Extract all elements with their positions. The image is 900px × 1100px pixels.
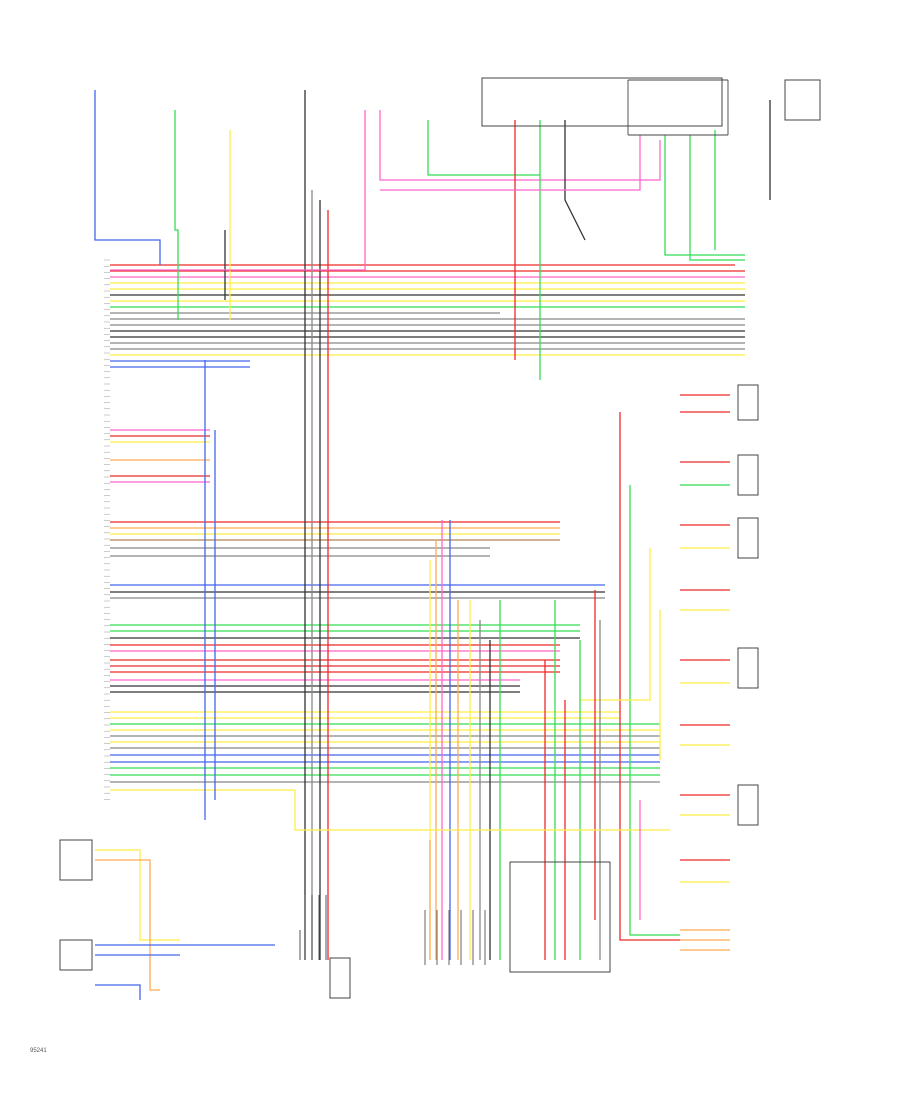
- pink-run-2: [379, 110, 661, 181]
- component-layer: [59, 77, 821, 999]
- top-right-relay: [784, 79, 821, 121]
- component-right-5: [737, 784, 759, 826]
- black-drop-1: [564, 120, 586, 241]
- sensor-blue-3: [95, 984, 141, 1000]
- feed-blue: [94, 90, 161, 265]
- left-sensor-box-2: [59, 939, 93, 971]
- bottom-connector-box: [509, 861, 611, 973]
- right-green-vertical: [629, 485, 680, 936]
- component-right-3: [737, 517, 759, 559]
- bottom-yellow-run: [294, 790, 670, 831]
- right-yellow-vertical: [580, 548, 651, 701]
- right-red-vertical: [619, 412, 680, 941]
- component-right-2: [737, 454, 759, 496]
- sensor-orange: [95, 859, 160, 991]
- pink-run-1: [110, 110, 366, 271]
- sensor-yellow: [95, 849, 180, 941]
- top-relay-block: [481, 77, 723, 127]
- ground-box: [329, 957, 351, 999]
- pink-run-3: [380, 135, 641, 191]
- green-run-right-2: [689, 135, 745, 261]
- green-run-top: [427, 120, 540, 176]
- left-sensor-box-1: [59, 839, 93, 881]
- component-right-4: [737, 647, 759, 689]
- wire-layer: [94, 90, 771, 1000]
- figure-id: 95241: [30, 1048, 47, 1054]
- green-run-right: [664, 135, 745, 256]
- feed-green: [174, 110, 179, 320]
- component-right-1: [737, 384, 759, 421]
